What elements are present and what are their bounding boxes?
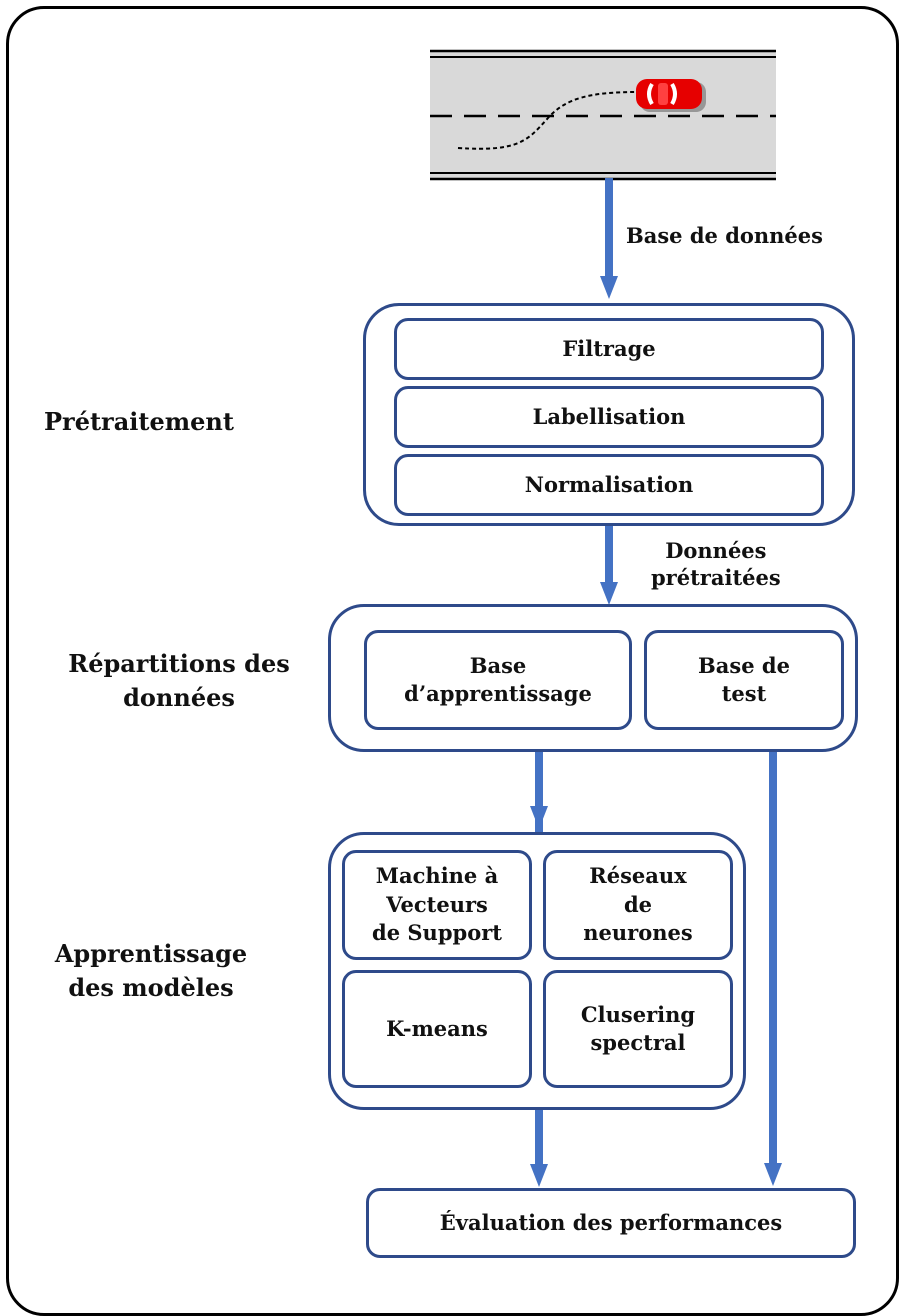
car-icon — [636, 79, 706, 112]
model-kmeans: K-means — [342, 970, 532, 1088]
stage-split: Répartitions des données — [68, 649, 290, 712]
step-filtering: Filtrage — [394, 318, 824, 380]
set-test: Base de test — [644, 630, 844, 730]
evaluation-box: Évaluation des performances — [366, 1188, 856, 1258]
step-normalisation: Normalisation — [394, 454, 824, 516]
model-svm: Machine à Vecteurs de Support — [342, 850, 532, 960]
model-neural-networks: Réseaux de neurones — [543, 850, 733, 960]
stage-preprocessing: Prétraitement — [44, 407, 234, 436]
stage-learning: Apprentissage des modèles — [54, 939, 248, 1002]
arrow-preprocessing-to-split — [600, 526, 618, 605]
step-labelling: Labellisation — [394, 386, 824, 448]
label-preprocessed-data: Données prétraitées — [651, 538, 781, 591]
car-trajectory — [457, 91, 639, 150]
label-database: Base de données — [626, 223, 823, 248]
arrow-road-to-preprocessing — [600, 178, 618, 299]
arrow-test-to-evaluation — [764, 729, 782, 1186]
model-spectral-clustering: Clusering spectral — [543, 970, 733, 1088]
set-training: Base d’apprentissage — [364, 630, 632, 730]
